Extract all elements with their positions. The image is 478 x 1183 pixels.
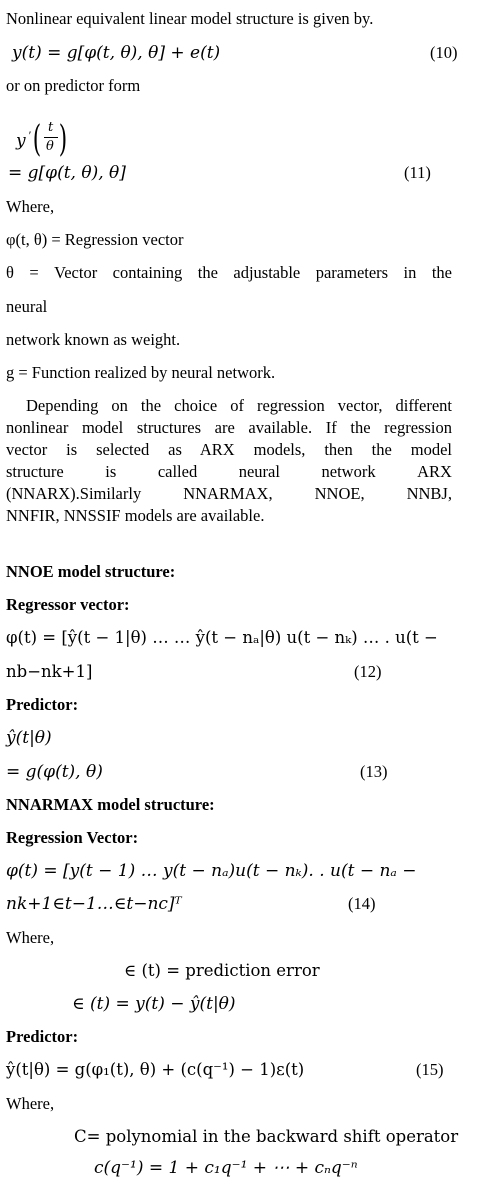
regression-vector-heading: Regression Vector: (6, 828, 139, 847)
equation-11-lhs: y ′ ( t θ ) (6, 120, 86, 160)
predictor-heading-1: Predictor: (6, 695, 79, 714)
where-label-2: Where, (6, 928, 55, 947)
fraction-bar (44, 137, 58, 138)
c-polynomial-definition: C= polynomial in the backward shift oper… (74, 1127, 459, 1146)
equation-13-number: (13) (360, 762, 388, 781)
predictor-form-line: or on predictor form (6, 76, 141, 95)
theta-definition-line-2: neural (6, 297, 48, 316)
paragraph-line-3: vector is selected as ARX models, then t… (6, 440, 452, 459)
where-label-1: Where, (6, 197, 55, 216)
equation-11-denominator: θ (46, 139, 54, 154)
equation-12-line-2: nb−nk+1] (6, 662, 93, 681)
left-paren: ( (32, 119, 42, 160)
theta-definition-line-1: θ = Vector containing the adjustable par… (6, 263, 452, 282)
equation-11-rhs: = g[φ(t, θ), θ] (8, 163, 126, 183)
regression-vector-definition: φ(t, θ) = Regression vector (6, 230, 184, 249)
equation-12-number: (12) (354, 662, 382, 681)
equation-14-line-2: nk+1∈t−1…∈t−nc]ᵀ (6, 894, 182, 914)
paragraph-line-2: nonlinear model structures are available… (6, 418, 452, 437)
equation-14-number: (14) (348, 894, 376, 913)
equation-15-number: (15) (416, 1060, 444, 1079)
paragraph-line-6: NNFIR, NNSSIF models are available. (6, 506, 265, 525)
equation-13-line-2: = g(φ(t), θ) (6, 762, 103, 782)
predictor-heading-2: Predictor: (6, 1027, 79, 1046)
right-paren: ) (58, 119, 68, 160)
nnarmax-heading: NNARMAX model structure: (6, 795, 215, 814)
theta-definition-line-3: network known as weight. (6, 330, 181, 349)
prediction-error-definition: ∈ (t) = prediction error (124, 961, 320, 980)
c-polynomial-equation: c(q⁻¹) = 1 + c₁q⁻¹ + ⋯ + cₙq⁻ⁿ (94, 1158, 358, 1178)
equation-11-number: (11) (404, 163, 431, 182)
equation-13-line-1: ŷ(t|θ) (6, 728, 52, 748)
equation-10-number: (10) (430, 43, 458, 62)
equation-11-numerator: t (48, 120, 54, 135)
equation-14-line-1: φ(t) = [y(t − 1) … y(t − nₐ)u(t − nₖ). .… (6, 861, 417, 881)
paragraph-line-1: Depending on the choice of regression ve… (26, 396, 452, 415)
where-label-3: Where, (6, 1094, 55, 1113)
equation-12-line-1: φ(t) = [ŷ(t − 1|θ) … … ŷ(t − nₐ|θ) u(t −… (6, 628, 438, 647)
equation-11-y: y (16, 131, 26, 151)
equation-11-prime: ′ (28, 128, 31, 142)
equation-15: ŷ(t|θ) = g(φ₁(t), θ) + (c(q⁻¹) − 1)ε(t) (6, 1060, 305, 1079)
regressor-vector-heading: Regressor vector: (6, 595, 130, 614)
g-definition: g = Function realized by neural network. (6, 363, 276, 382)
nnoe-heading: NNOE model structure: (6, 562, 176, 581)
prediction-error-equation: ∈ (t) = y(t) − ŷ(t|θ) (72, 994, 236, 1014)
equation-10: y(t) = g[φ(t, θ), θ] + e(t) (12, 43, 221, 63)
intro-line: Nonlinear equivalent linear model struct… (6, 9, 374, 28)
